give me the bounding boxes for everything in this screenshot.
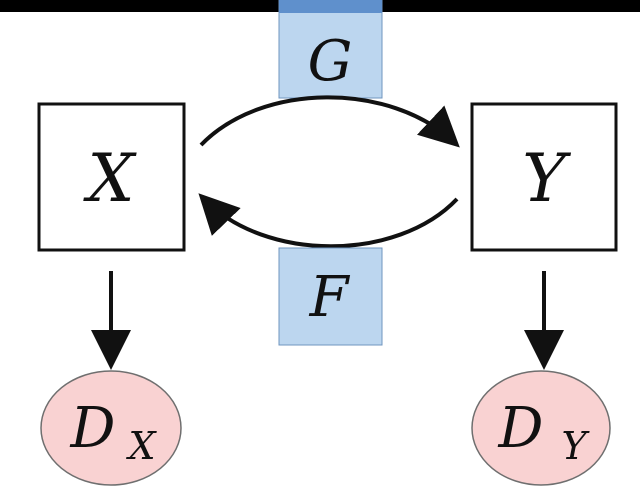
generator-f-label: F <box>309 265 351 330</box>
domain-x: X <box>37 102 186 252</box>
discriminator-dx: D X <box>40 370 182 486</box>
discriminator-dx-main-label: D <box>70 396 116 461</box>
generator-g-box <box>278 0 383 99</box>
discriminator-dy: D Y <box>471 370 611 486</box>
generator-g-label: G <box>308 29 353 94</box>
discriminator-dx-ellipse <box>40 370 182 486</box>
generator-g: G <box>278 0 383 99</box>
discriminator-dy-ellipse <box>471 370 611 486</box>
domain-y-label: Y <box>522 140 571 217</box>
generator-f-box <box>278 247 383 346</box>
discriminator-dy-subscript: Y <box>561 424 590 468</box>
mapping-arrow-f <box>198 193 459 249</box>
domain-y: Y <box>470 102 618 252</box>
domain-x-box <box>37 102 186 252</box>
discriminator-dx-subscript: X <box>125 424 157 468</box>
domain-x-label: X <box>83 140 138 217</box>
discriminator-dy-main-label: D <box>498 396 544 461</box>
generator-g-top-accent <box>279 0 382 13</box>
domain-y-box <box>470 102 618 252</box>
mapping-arrow-g <box>199 95 460 148</box>
generator-f: F <box>278 247 383 346</box>
